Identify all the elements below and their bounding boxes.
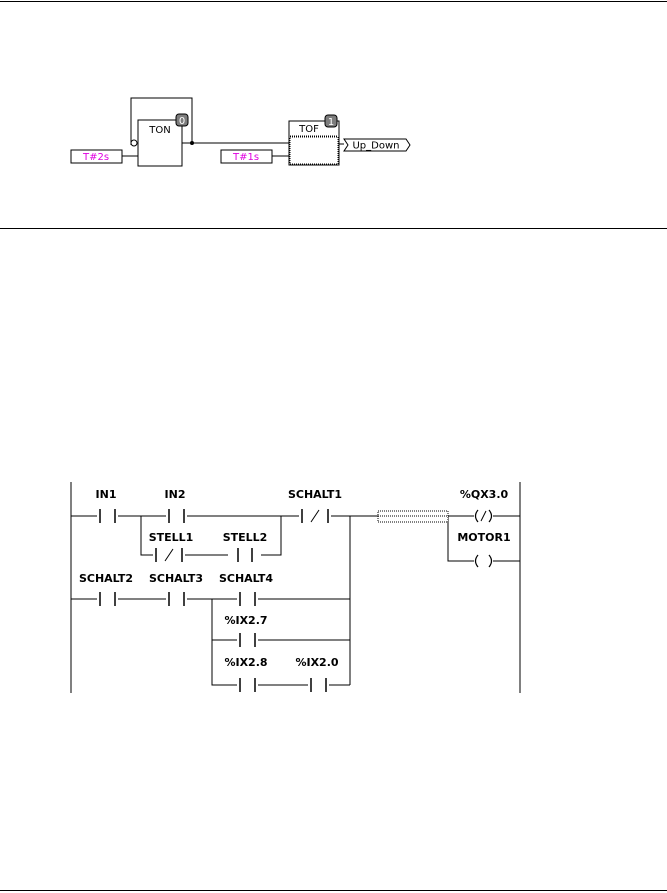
fbd-diagram: TON 0 T#2s TOF 1 T#1s Up_Down [70,97,411,167]
label-in1: IN1 [96,488,117,501]
top-rule [0,1,667,2]
tof-order-badge [324,114,338,128]
ton-label: TON [148,125,170,136]
contact-ix20[interactable] [310,678,327,692]
rung-2-wires [71,598,350,686]
label-ix27: %IX2.7 [224,614,267,627]
contact-schalt4[interactable] [239,592,256,606]
contact-schalt1[interactable] [301,509,329,523]
tof-preset-value: T#1s [232,152,259,163]
output-variable-shape[interactable] [343,138,411,152]
ton-preset-value: T#2s [82,152,109,163]
label-in2: IN2 [165,488,186,501]
rung-1-wires [71,515,520,685]
label-stell2: STELL2 [223,531,268,544]
ton-order-number: 0 [179,116,185,127]
label-stell1: STELL1 [149,531,194,544]
tof-label: TOF [298,124,319,135]
label-motor1: MOTOR1 [457,531,510,544]
contact-stell2[interactable] [237,548,253,562]
label-schalt3: SCHALT3 [149,572,203,585]
label-schalt1: SCHALT1 [288,488,342,501]
junction-dot [190,141,194,145]
feedback-wire [130,97,193,145]
contact-ix27[interactable] [239,633,256,647]
contact-ix28[interactable] [239,678,256,692]
bottom-rule [0,890,667,891]
contact-stell1[interactable] [155,548,183,562]
ton-block[interactable] [137,119,183,167]
coil-qx30[interactable] [474,509,493,523]
negation-circle [130,139,138,147]
coil-motor1[interactable] [474,554,493,568]
output-variable-label: Up_Down [352,141,399,152]
tof-selection-frame [289,136,339,165]
contact-schalt2[interactable] [99,592,116,606]
contact-schalt3[interactable] [168,592,185,606]
tof-block[interactable] [288,120,340,166]
label-ix20: %IX2.0 [295,656,338,669]
label-qx30: %QX3.0 [460,488,509,501]
contact-in1[interactable] [99,509,116,523]
tof-order-number: 1 [328,117,334,128]
contact-in2[interactable] [168,509,185,523]
label-schalt4: SCHALT4 [219,572,273,585]
middle-rule [0,228,667,229]
label-ix28: %IX2.8 [224,656,267,669]
ton-order-badge [175,113,189,127]
label-schalt2: SCHALT2 [79,572,133,585]
